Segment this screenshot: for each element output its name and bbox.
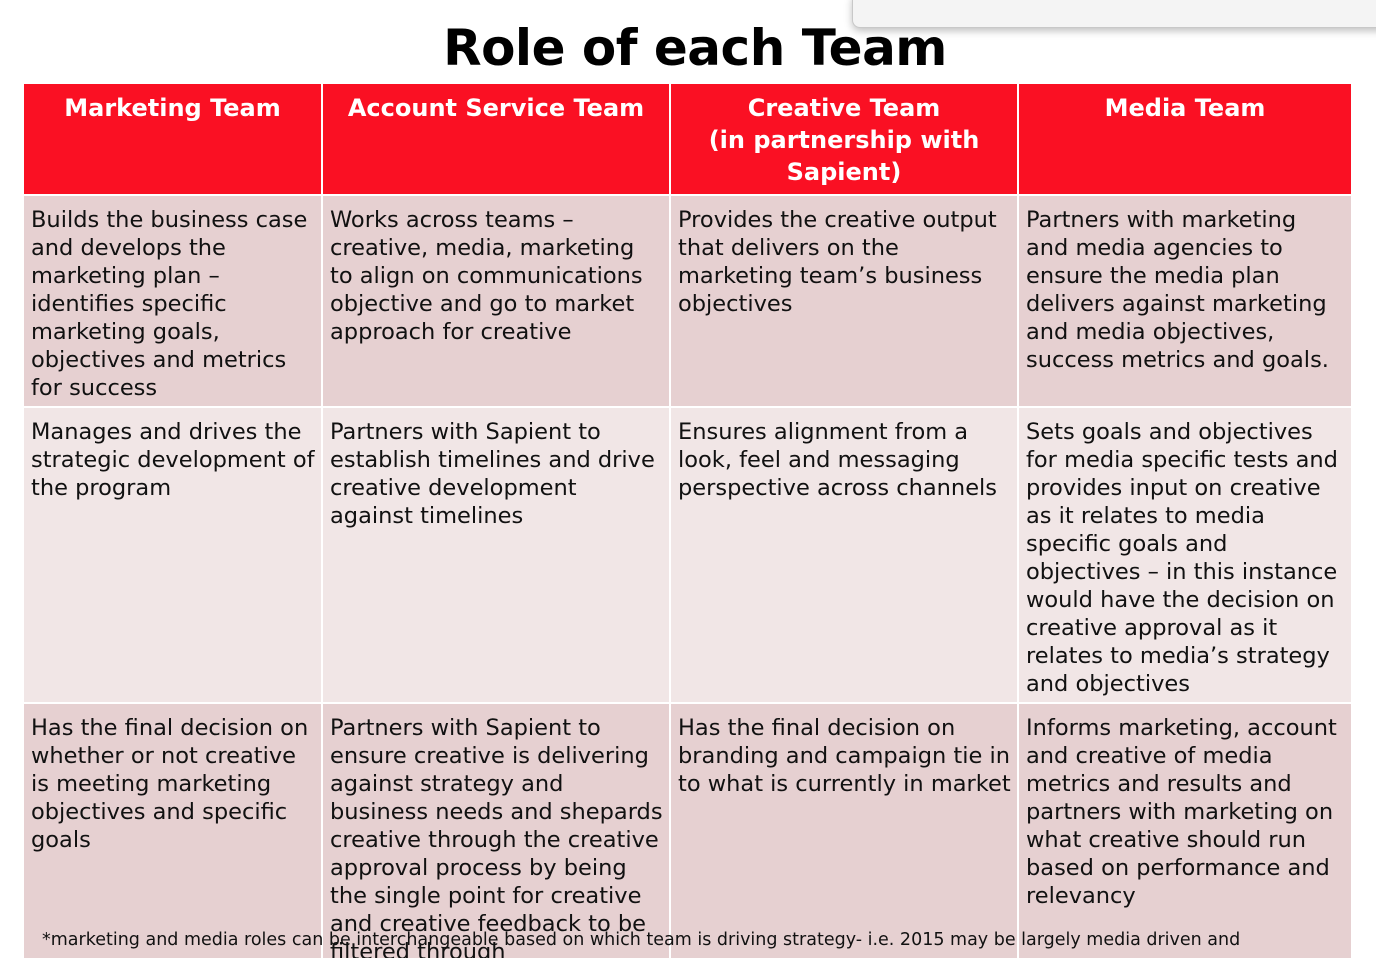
table-cell: Sets goals and objectives for media spec… — [1017, 406, 1353, 704]
table-cell: Provides the creative output that delive… — [669, 194, 1019, 408]
footnote: *marketing and media roles can be interc… — [42, 930, 1241, 950]
table-cell: Ensures alignment from a look, feel and … — [669, 406, 1019, 704]
table-cell: Has the final decision on branding and c… — [669, 702, 1019, 958]
table-cell: Partners with marketing and media agenci… — [1017, 194, 1353, 408]
overlay-panel — [852, 0, 1376, 28]
header-media-team: Media Team — [1017, 82, 1353, 196]
header-row: Marketing Team Account Service Team Crea… — [22, 82, 1353, 196]
header-account-service-team: Account Service Team — [321, 82, 671, 196]
table-cell: Manages and drives the strategic develop… — [22, 406, 323, 704]
table-row: Has the final decision on whether or not… — [22, 702, 1353, 958]
table-cell: Has the final decision on whether or not… — [22, 702, 323, 958]
header-creative-team-label: Creative Team (in partnership with Sapie… — [708, 94, 980, 186]
roles-table: Marketing Team Account Service Team Crea… — [22, 82, 1353, 958]
table-cell: Informs marketing, account and creative … — [1017, 702, 1353, 958]
table-row: Builds the business case and develops th… — [22, 194, 1353, 408]
header-creative-team: Creative Team (in partnership with Sapie… — [669, 82, 1019, 196]
table-cell: Works across teams – creative, media, ma… — [321, 194, 671, 408]
table-row: Manages and drives the strategic develop… — [22, 406, 1353, 704]
header-marketing-team: Marketing Team — [22, 82, 323, 196]
table-cell: Builds the business case and develops th… — [22, 194, 323, 408]
table-cell: Partners with Sapient to ensure creative… — [321, 702, 671, 958]
table-cell: Partners with Sapient to establish timel… — [321, 406, 671, 704]
slide-title: Role of each Team — [443, 19, 947, 77]
